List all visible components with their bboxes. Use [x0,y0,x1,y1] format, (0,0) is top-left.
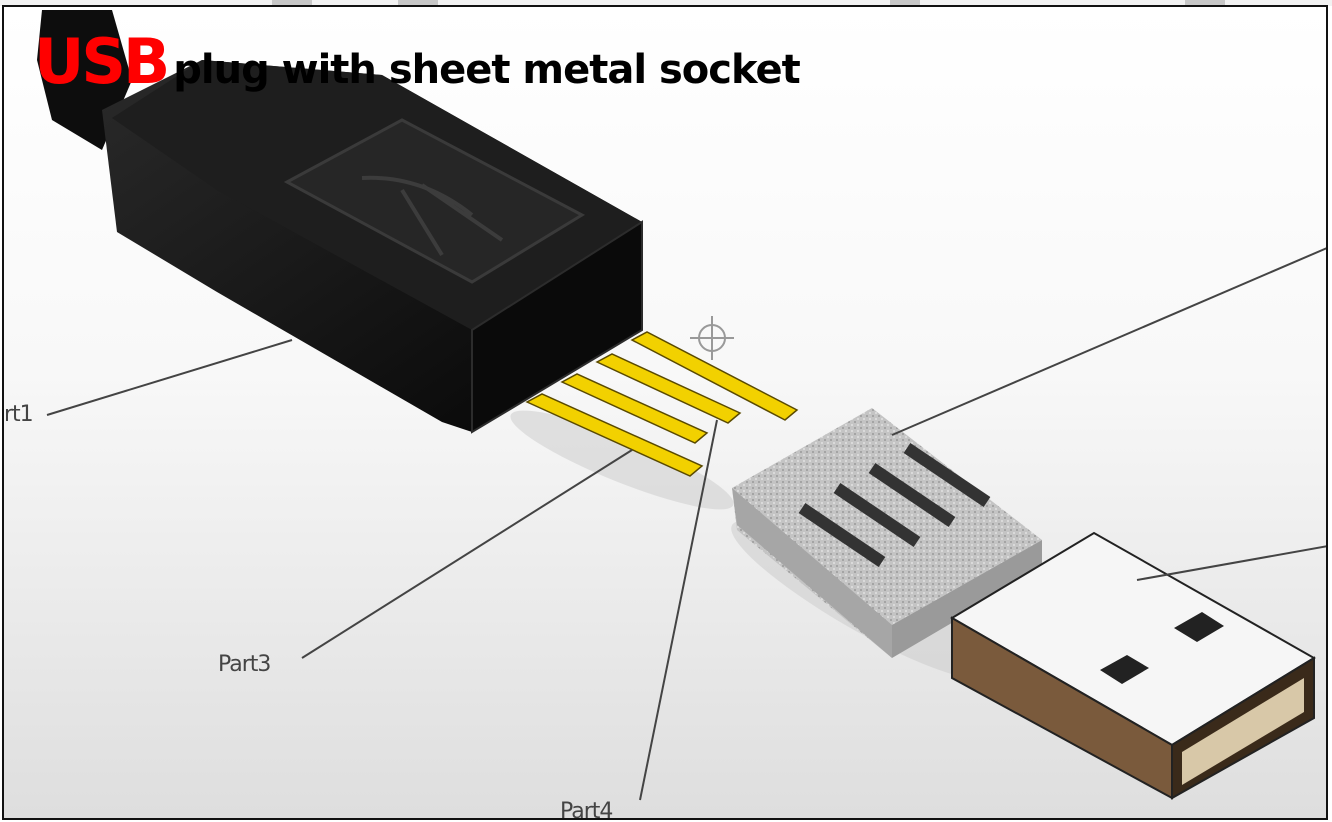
toolbar-button[interactable] [1185,0,1225,5]
toolbar-strip [0,0,1332,6]
toolbar-button[interactable] [890,0,920,5]
plug-body-part1[interactable] [37,10,643,434]
plastic-insert-part2[interactable] [732,408,1042,658]
contact-pins-part4[interactable] [525,331,799,477]
callout-leaders [46,247,1326,801]
callout-part1: rt1 [4,402,34,427]
toolbar-button[interactable] [272,0,312,5]
exploded-assembly-drawing [37,10,1326,801]
title-highlight: USB [34,25,170,98]
toolbar-button[interactable] [398,0,438,5]
sheet-metal-shell[interactable] [950,531,1316,800]
callout-part4: Part4 [560,799,613,820]
shadow [510,410,734,510]
move-triad-icon[interactable] [690,316,734,360]
title-rest: plug with sheet metal socket [173,47,800,93]
callout-part3: Part3 [218,652,271,677]
